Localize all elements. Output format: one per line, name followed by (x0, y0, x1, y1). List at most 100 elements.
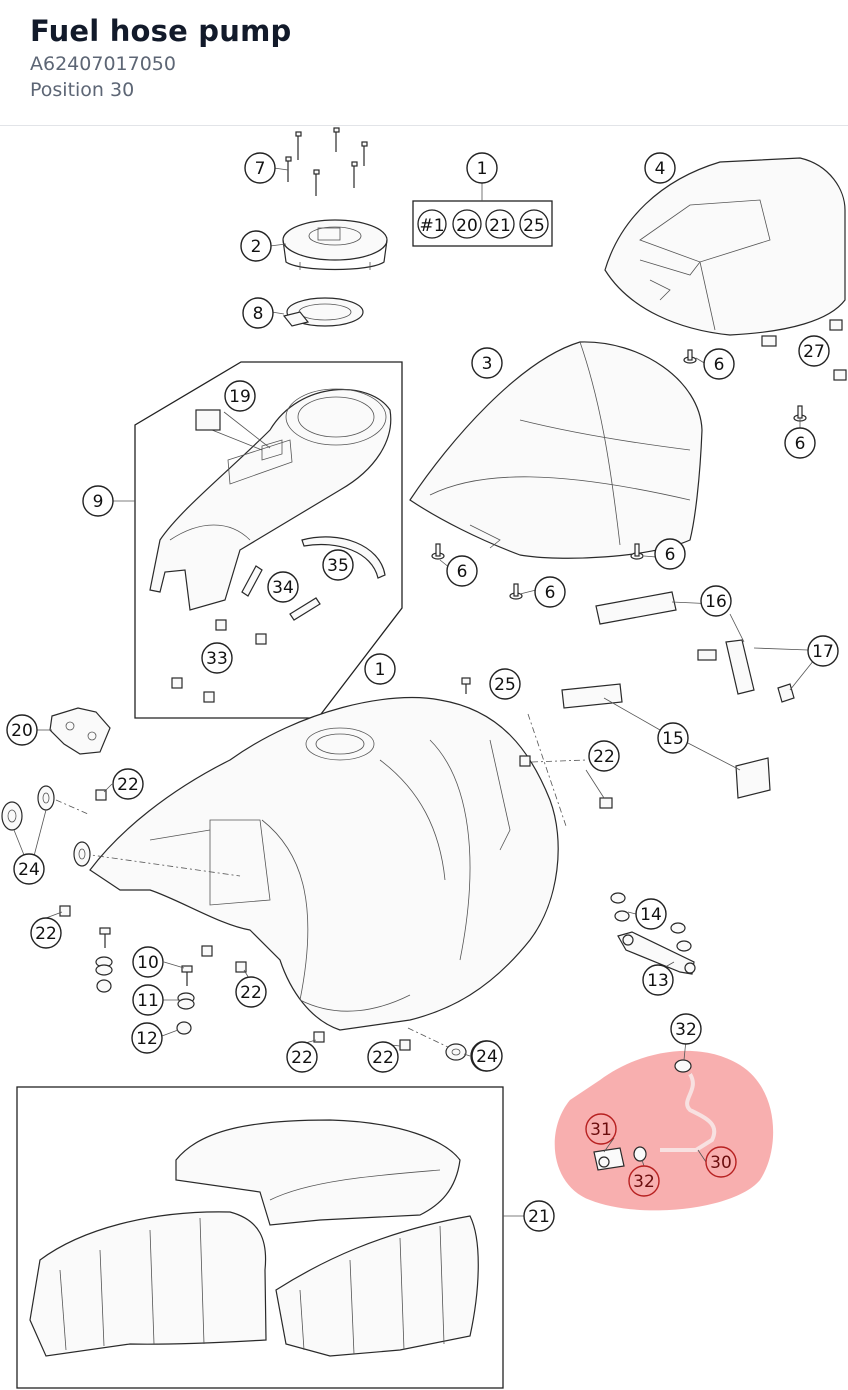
fuel-tank-1[interactable] (89, 696, 559, 1031)
dash-lines (55, 713, 587, 1049)
part-number: A62407017050 (30, 53, 176, 75)
svg-text:22: 22 (240, 983, 262, 1003)
callout-25[interactable]: 25 (489, 668, 521, 700)
callout-10[interactable]: 10 (132, 946, 164, 978)
fuel-hose-30[interactable] (660, 1072, 717, 1152)
kit-item-1: #1 (419, 216, 444, 236)
callout-22-f[interactable]: 22 (367, 1041, 399, 1073)
svg-text:22: 22 (372, 1048, 394, 1068)
pins-34[interactable] (241, 565, 321, 621)
seat-cover-4[interactable] (604, 157, 846, 336)
svg-text:22: 22 (291, 1048, 313, 1068)
callout-7[interactable]: 7 (244, 152, 276, 184)
screw-10[interactable] (99, 927, 193, 986)
trim-15[interactable] (561, 683, 771, 799)
callout-32-top[interactable]: 32 (670, 1013, 702, 1045)
fitting-31[interactable] (593, 1147, 625, 1171)
svg-text:32: 32 (675, 1020, 697, 1040)
kit-item-4: 25 (523, 216, 545, 236)
callout-22-a[interactable]: 22 (112, 768, 144, 800)
callout-31[interactable]: 31 (585, 1113, 617, 1145)
hose-clamp-32-top[interactable] (674, 1059, 692, 1073)
callout-15[interactable]: 15 (657, 722, 689, 754)
cap-12[interactable] (96, 979, 192, 1035)
kit-box-items: #1 20 21 25 (417, 209, 549, 239)
callout-3[interactable]: 3 (471, 347, 503, 379)
callout-13[interactable]: 13 (642, 964, 674, 996)
callout-17[interactable]: 17 (807, 635, 839, 667)
callout-24-a[interactable]: 24 (13, 853, 45, 885)
svg-text:13: 13 (647, 971, 669, 991)
part-header: Fuel hose pump A62407017050 Position 30 (0, 0, 848, 126)
callout-8[interactable]: 8 (242, 297, 274, 329)
callout-20[interactable]: 20 (6, 714, 38, 746)
svg-text:6: 6 (545, 583, 556, 603)
inner-tank-group-21 (16, 1086, 524, 1389)
bolt-25[interactable] (461, 677, 471, 694)
callout-35[interactable]: 35 (322, 549, 354, 581)
callout-6-d[interactable]: 6 (654, 538, 686, 570)
callout-32-bottom[interactable]: 32 (628, 1165, 660, 1197)
callout-11[interactable]: 11 (132, 984, 164, 1016)
svg-text:11: 11 (137, 991, 159, 1011)
svg-text:22: 22 (117, 775, 139, 795)
svg-text:7: 7 (255, 159, 266, 179)
callout-27[interactable]: 27 (798, 335, 830, 367)
callout-1-kit[interactable]: 1 (466, 152, 498, 184)
grommets-14[interactable] (610, 892, 692, 952)
svg-text:24: 24 (476, 1047, 498, 1067)
callout-6-e[interactable]: 6 (534, 576, 566, 608)
nut-11[interactable] (95, 956, 195, 1010)
svg-text:4: 4 (655, 159, 666, 179)
callout-34[interactable]: 34 (267, 571, 299, 603)
callout-19[interactable]: 19 (224, 380, 256, 412)
fuel-cap-2[interactable] (282, 219, 388, 271)
callout-14[interactable]: 14 (635, 898, 667, 930)
svg-text:8: 8 (253, 304, 264, 324)
callout-22-c[interactable]: 22 (30, 917, 62, 949)
callout-33[interactable]: 33 (201, 642, 233, 674)
clips-27[interactable] (761, 319, 847, 381)
callout-24-c[interactable]: 24 (471, 1040, 503, 1072)
rider-seat-3[interactable] (409, 341, 703, 559)
callout-30[interactable]: 30 (705, 1146, 737, 1178)
grommets-24[interactable] (1, 785, 467, 1061)
callout-21[interactable]: 21 (523, 1200, 555, 1232)
clips-22[interactable] (59, 755, 613, 1051)
bolts-7[interactable] (285, 127, 368, 196)
svg-text:6: 6 (795, 434, 806, 454)
svg-text:2: 2 (251, 237, 262, 257)
part-20[interactable] (49, 707, 111, 755)
callout-1-tank[interactable]: 1 (364, 653, 396, 685)
svg-text:14: 14 (640, 905, 662, 925)
seal-ring-8[interactable] (282, 297, 364, 327)
svg-text:33: 33 (206, 649, 228, 669)
callout-22-e[interactable]: 22 (286, 1041, 318, 1073)
svg-text:34: 34 (272, 578, 294, 598)
callout-2[interactable]: 2 (240, 230, 272, 262)
tank-shell-21[interactable] (29, 1119, 479, 1357)
callout-22-d[interactable]: 22 (235, 976, 267, 1008)
svg-text:32: 32 (633, 1172, 655, 1192)
svg-text:12: 12 (136, 1029, 158, 1049)
clips-17[interactable] (697, 647, 815, 703)
callout-12[interactable]: 12 (131, 1022, 163, 1054)
trim-16[interactable] (595, 591, 755, 695)
callout-16[interactable]: 16 (700, 585, 732, 617)
svg-text:6: 6 (665, 545, 676, 565)
svg-text:35: 35 (327, 556, 349, 576)
rubber-strip-35[interactable] (301, 536, 386, 579)
tank-cover-9[interactable] (149, 388, 392, 611)
callout-9[interactable]: 9 (82, 485, 114, 517)
bracket-13[interactable] (617, 931, 696, 975)
callout-4[interactable]: 4 (644, 152, 676, 184)
callout-6-c[interactable]: 6 (446, 555, 478, 587)
hose-clamp-32-bottom[interactable] (633, 1146, 647, 1162)
callout-6-a[interactable]: 6 (703, 348, 735, 380)
kit-item-2: 20 (456, 216, 478, 236)
callout-22-b[interactable]: 22 (588, 740, 620, 772)
callout-6-b[interactable]: 6 (784, 427, 816, 459)
clips-33[interactable] (171, 619, 267, 703)
kit-item-3: 21 (489, 216, 511, 236)
svg-text:10: 10 (137, 953, 159, 973)
